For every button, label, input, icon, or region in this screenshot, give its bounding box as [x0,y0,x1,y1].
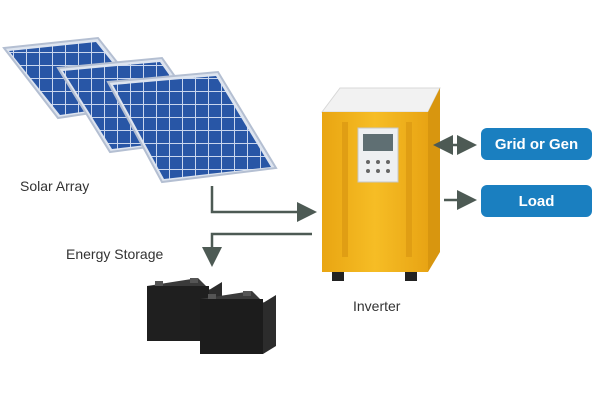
grid-or-gen-label: Grid or Gen [495,136,578,153]
energy-storage-label: Energy Storage [66,246,163,262]
arrow-inverter-to-storage [212,234,312,262]
arrow-solar-to-inverter [212,186,312,212]
inverter-cabinet-icon [322,88,440,281]
solar-panel-icon [4,38,276,182]
load-button: Load [481,185,592,217]
load-label: Load [519,193,555,210]
grid-or-gen-button: Grid or Gen [481,128,592,160]
solar-array-label: Solar Array [20,178,89,194]
inverter-label: Inverter [353,298,400,314]
battery-icon [147,278,276,354]
